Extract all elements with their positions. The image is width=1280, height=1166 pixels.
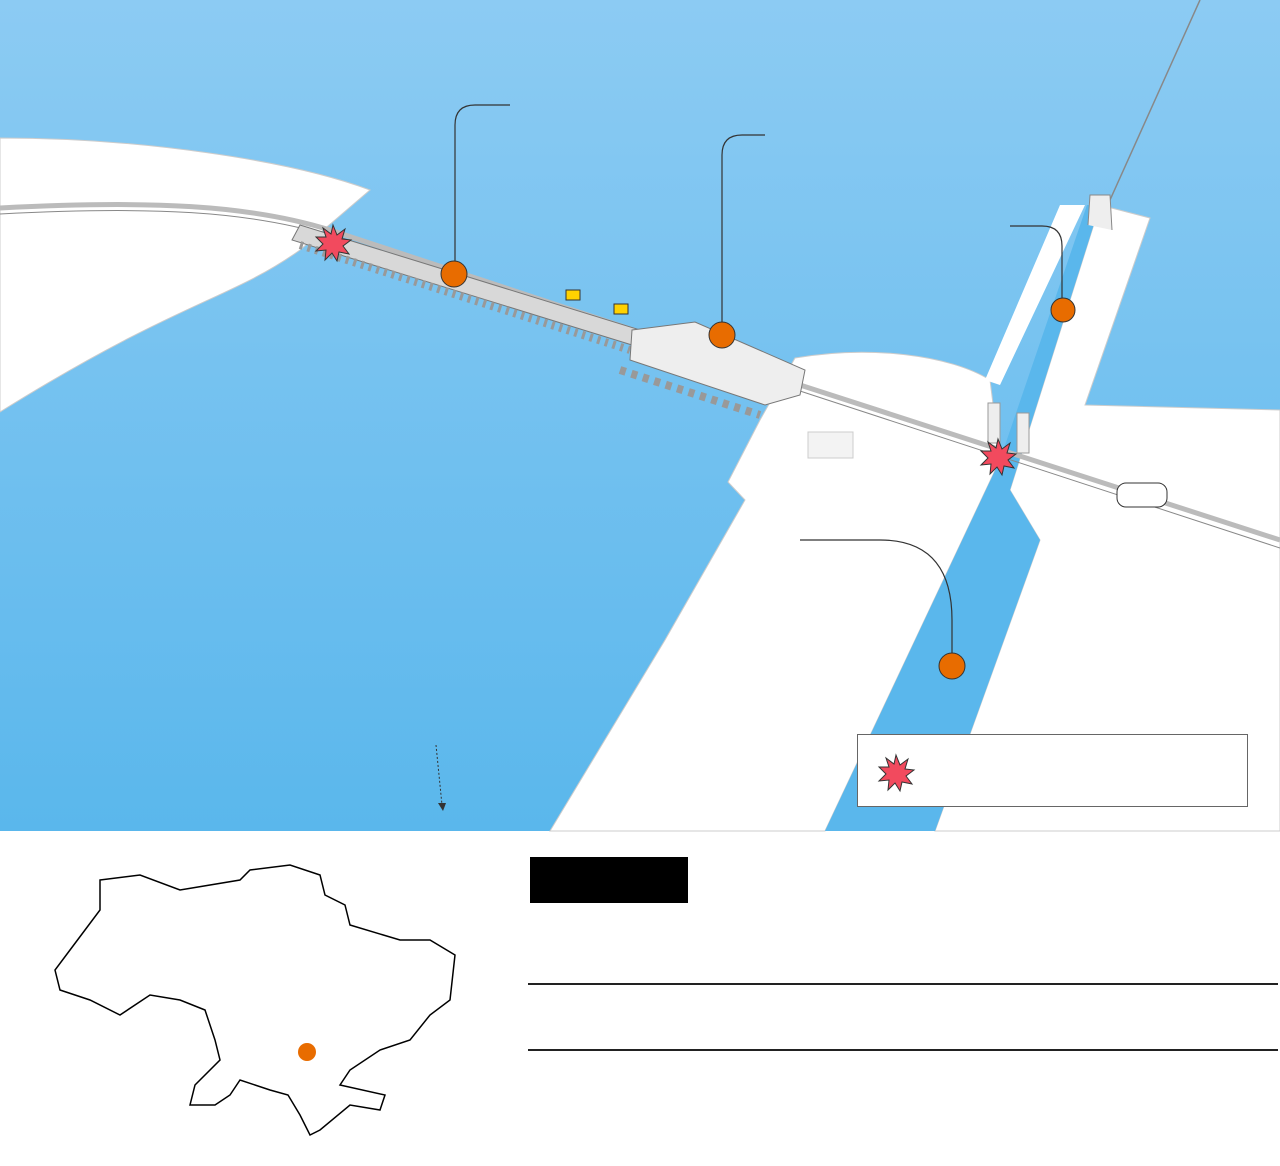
road bbox=[0, 202, 1280, 543]
power-line bbox=[1109, 0, 1201, 201]
gantry-crane bbox=[565, 289, 581, 301]
marker-dot-icon bbox=[440, 260, 468, 288]
marker-dot-icon bbox=[938, 652, 966, 680]
ukraine-outline bbox=[54, 864, 456, 1137]
canal-west-land bbox=[985, 205, 1085, 385]
divider bbox=[528, 1049, 1278, 1051]
navigation-canal bbox=[825, 205, 1100, 831]
power-plant bbox=[629, 321, 806, 406]
canal-east-land bbox=[934, 204, 1280, 832]
arrow-head-icon bbox=[438, 803, 446, 811]
marker-dot-icon bbox=[708, 321, 736, 349]
lock-gate bbox=[1087, 194, 1113, 231]
right-bank-land bbox=[549, 351, 1001, 832]
explosion-star-icon bbox=[878, 754, 915, 792]
lock-tower bbox=[1016, 412, 1030, 454]
road-sign bbox=[1116, 482, 1168, 508]
title-block bbox=[530, 857, 688, 903]
callout-line bbox=[454, 104, 510, 262]
lock-tower bbox=[987, 402, 1001, 444]
callout-line bbox=[800, 539, 953, 653]
callout-line bbox=[1010, 225, 1063, 298]
marker-dot-icon bbox=[1050, 297, 1076, 323]
divider bbox=[528, 983, 1278, 985]
building bbox=[807, 431, 854, 459]
locator-marker-dot-icon bbox=[298, 1043, 316, 1061]
legend-box bbox=[857, 734, 1248, 807]
callout-line bbox=[721, 134, 765, 322]
gantry-crane bbox=[613, 303, 629, 315]
